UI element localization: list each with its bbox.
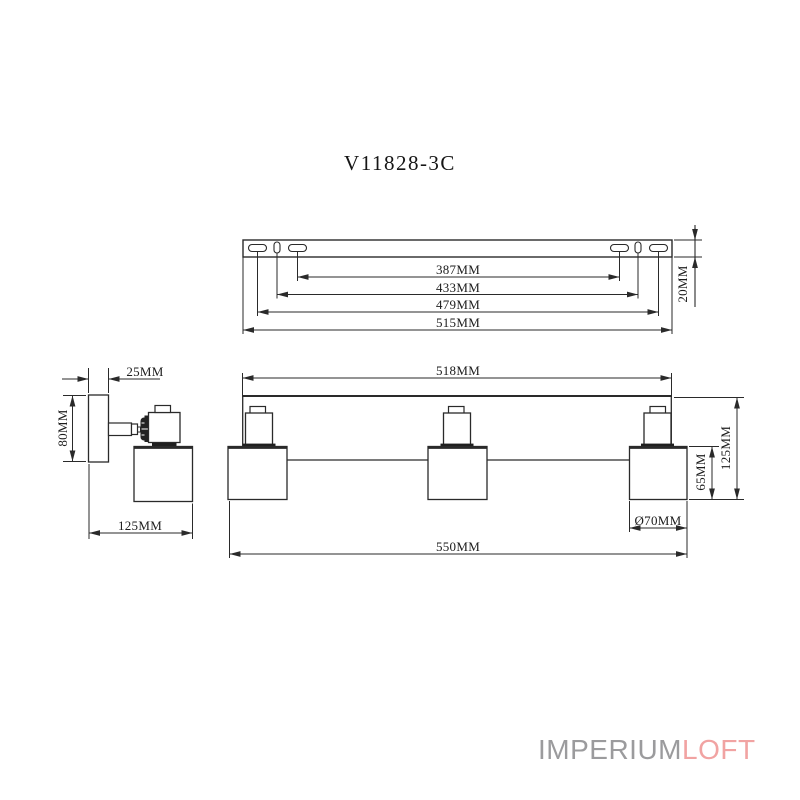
lamp-unit-1 xyxy=(227,405,288,501)
arm xyxy=(107,422,133,437)
lamp-3-stem xyxy=(643,412,672,448)
side-view-dimension-lines xyxy=(62,368,193,539)
hole-left xyxy=(273,241,281,254)
dim-518mm-label: 518MM xyxy=(435,363,481,378)
slot-left-outer xyxy=(247,243,268,253)
lamp-head-body xyxy=(147,411,181,444)
slot-right-inner xyxy=(609,243,630,253)
dim-550mm-label: 550MM xyxy=(435,539,481,554)
dim-20mm-label: 20MM xyxy=(675,265,690,303)
top-view-mounting-plate xyxy=(242,225,702,334)
dim-65mm-label: 65MM xyxy=(693,453,708,491)
hole-right xyxy=(634,241,642,254)
dim-125mm-front-label: 125MM xyxy=(718,425,733,471)
dim-433mm-label: 433MM xyxy=(435,280,481,295)
dim-80mm-label: 80MM xyxy=(55,409,70,447)
drawing-title: V11828-3C xyxy=(344,151,456,175)
lamp-2-base xyxy=(440,443,474,447)
dim-25mm-label: 25MM xyxy=(126,364,164,379)
top-view-extension-lines xyxy=(242,239,702,334)
front-view-fixture xyxy=(227,373,744,558)
hinge-tab-bottom xyxy=(144,433,151,442)
brand-logo: IMPERIUMLOFT xyxy=(538,734,756,766)
lamp-2-shade xyxy=(427,445,488,501)
lamp-1-stem xyxy=(244,412,274,448)
dim-479mm-label: 479MM xyxy=(435,297,481,312)
slot-right-outer xyxy=(648,243,669,253)
side-view-fixture xyxy=(62,368,194,539)
brand-logo-imperium: IMPERIUM xyxy=(538,734,682,765)
lamp-3-base xyxy=(641,443,674,447)
top-view-dimension-lines xyxy=(243,225,698,333)
wall-plate xyxy=(87,394,110,463)
arm-neck xyxy=(137,426,141,433)
front-view-dimension-lines xyxy=(229,373,744,558)
shade-collar xyxy=(152,443,177,447)
dim-387mm-label: 387MM xyxy=(435,262,481,277)
hinge-tab-top xyxy=(144,415,151,424)
lamp-1-base xyxy=(242,443,276,447)
lamp-unit-2 xyxy=(427,405,488,501)
arm-end-cap xyxy=(130,423,139,436)
slot-left-inner xyxy=(287,243,308,253)
lamp-unit-3 xyxy=(628,405,688,501)
lamp-1-shade xyxy=(227,445,288,501)
dim-125mm-side-label: 125MM xyxy=(117,518,163,533)
brand-logo-loft: LOFT xyxy=(682,734,756,765)
lamp-shade-side xyxy=(133,445,194,503)
lamp-head-cap xyxy=(154,404,172,414)
dim-515mm-label: 515MM xyxy=(435,315,481,330)
mounting-plate-outline xyxy=(242,239,673,258)
lamp-2-stem xyxy=(442,412,472,448)
dim-dia70mm-label: Ø70MM xyxy=(634,513,682,528)
lamp-3-shade xyxy=(628,445,688,501)
mounting-slots xyxy=(247,241,669,254)
